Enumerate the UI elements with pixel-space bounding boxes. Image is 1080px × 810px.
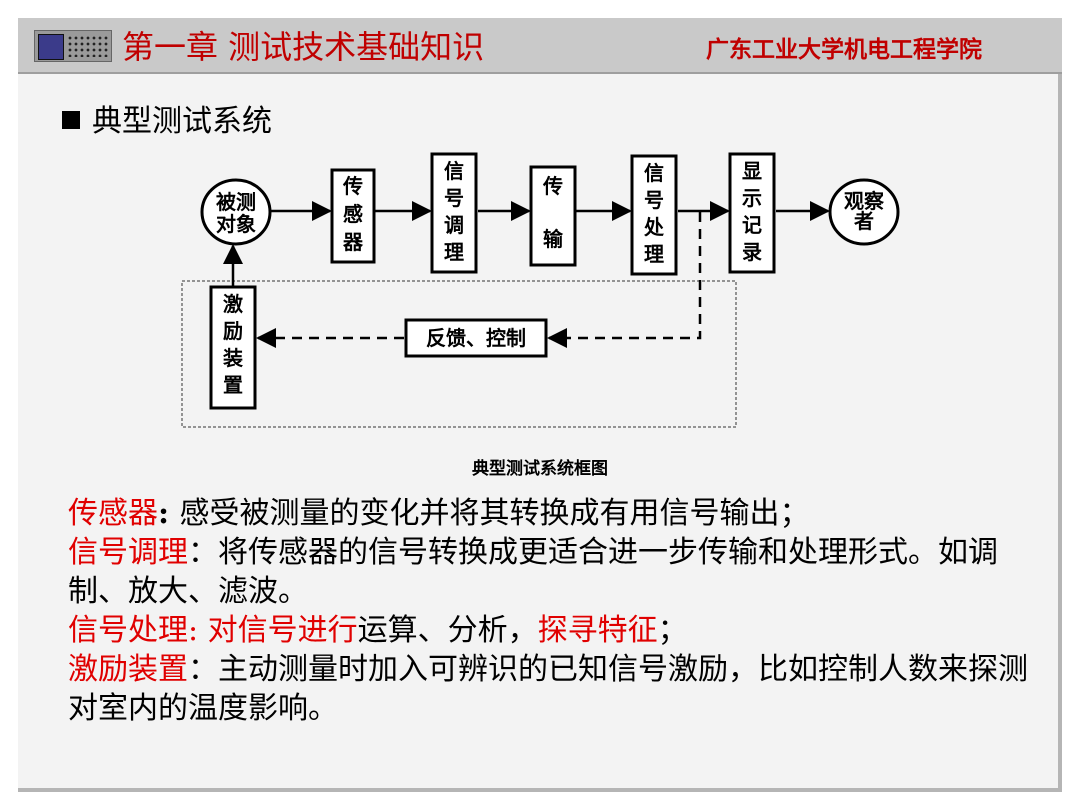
excitation-node bbox=[209, 285, 257, 410]
processing-description: 信号处理: 对信号进行运算、分析，探寻特征； bbox=[68, 611, 1028, 650]
conditioning-text: 将传感器的信号转换成更适合进一步传输和处理形式。如调制、放大、滤波。 bbox=[68, 535, 998, 609]
excitation-label-2: 励 bbox=[223, 319, 243, 343]
processing-label-4: 理 bbox=[644, 242, 664, 266]
excitation-description: 激励装置：主动测量时加入可辨识的已知信号激励，比如控制人数来探测对室内的温度影响… bbox=[68, 650, 1028, 728]
section-heading-text: 典型测试系统 bbox=[92, 104, 272, 139]
conditioning-label-2: 号 bbox=[444, 186, 464, 210]
transmission-node bbox=[529, 165, 577, 267]
display-label-3: 记 bbox=[742, 213, 762, 237]
conditioning-label-3: 调 bbox=[444, 213, 464, 237]
excitation-label-4: 置 bbox=[223, 373, 243, 397]
sensor-node bbox=[330, 168, 376, 264]
excitation-label-1: 激 bbox=[223, 292, 243, 316]
conditioning-label-4: 理 bbox=[444, 240, 464, 264]
conditioning-sep: ： bbox=[188, 535, 218, 570]
conditioning-label-1: 信 bbox=[444, 159, 464, 183]
processing-label-2: 号 bbox=[644, 188, 664, 212]
conditioning-term: 信号调理 bbox=[68, 535, 188, 570]
excitation-label-3: 装 bbox=[222, 346, 243, 370]
conditioning-description: 信号调理：将传感器的信号转换成更适合进一步传输和处理形式。如调制、放大、滤波。 bbox=[68, 533, 1028, 611]
instrument-screen bbox=[38, 34, 64, 60]
sensor-label-2: 感 bbox=[343, 202, 363, 226]
processing-label-1: 信 bbox=[644, 161, 664, 185]
school-name: 广东工业大学机电工程学院 bbox=[706, 36, 982, 63]
feedback-loop-boundary bbox=[181, 280, 737, 428]
processing-text-1: 运算、分析， bbox=[357, 613, 538, 648]
display-label-4: 录 bbox=[742, 240, 762, 264]
excitation-text: 主动测量时加入可辨识的已知信号激励，比如控制人数来探测对室内的温度影响。 bbox=[68, 652, 1028, 726]
sensor-label-3: 器 bbox=[342, 230, 364, 254]
square-bullet-icon bbox=[62, 111, 80, 129]
block-diagram: 被测 对象 传 感 器 信 号 调 理 传 输 信 号 处 理 显 示 记 录 … bbox=[181, 152, 900, 428]
transmission-label-2: 输 bbox=[543, 227, 564, 251]
diagram-caption: 典型测试系统框图 bbox=[472, 459, 608, 479]
conditioning-node bbox=[430, 152, 478, 274]
sensor-text: 感受被测量的变化并将其转换成有用信号输出； bbox=[179, 496, 810, 531]
processing-label-3: 处 bbox=[643, 215, 665, 239]
excitation-term: 激励装置 bbox=[68, 652, 188, 687]
processing-node bbox=[630, 154, 678, 276]
processing-highlight: 探寻特征 bbox=[537, 613, 658, 648]
object-label-2: 对象 bbox=[216, 212, 256, 236]
sensor-sep: : bbox=[158, 496, 180, 531]
processing-term: 信号处理: 对信号进行 bbox=[68, 613, 358, 648]
dashed-tap-line bbox=[547, 212, 702, 348]
display-node bbox=[728, 152, 776, 274]
feedback-label: 反馈、控制 bbox=[426, 326, 526, 350]
observer-label-1: 观察 bbox=[844, 189, 885, 213]
slide-frame bbox=[18, 18, 1062, 792]
observer-label-2: 者 bbox=[853, 209, 874, 233]
slide-title: 第一章 测试技术基础知识 bbox=[122, 28, 485, 66]
processing-text-2: ； bbox=[657, 613, 688, 648]
description-text: 传感器: 感受被测量的变化并将其转换成有用信号输出； 信号调理：将传感器的信号转… bbox=[68, 494, 1028, 728]
instrument-buttons bbox=[67, 35, 109, 57]
sensor-description: 传感器: 感受被测量的变化并将其转换成有用信号输出； bbox=[68, 494, 1028, 533]
transmission-label-1: 传 bbox=[542, 174, 563, 198]
sensor-term: 传感器 bbox=[68, 496, 158, 531]
feedback-node bbox=[404, 318, 548, 358]
section-heading: 典型测试系统 bbox=[62, 96, 272, 140]
object-label-1: 被测 bbox=[216, 190, 256, 214]
display-label-2: 示 bbox=[742, 186, 762, 210]
instrument-panel-icon bbox=[34, 30, 112, 62]
excitation-sep: ： bbox=[188, 652, 218, 687]
slide-header bbox=[18, 18, 1062, 74]
display-label-1: 显 bbox=[742, 159, 762, 183]
sensor-label-1: 传 bbox=[342, 174, 363, 198]
observer-node bbox=[828, 178, 900, 246]
